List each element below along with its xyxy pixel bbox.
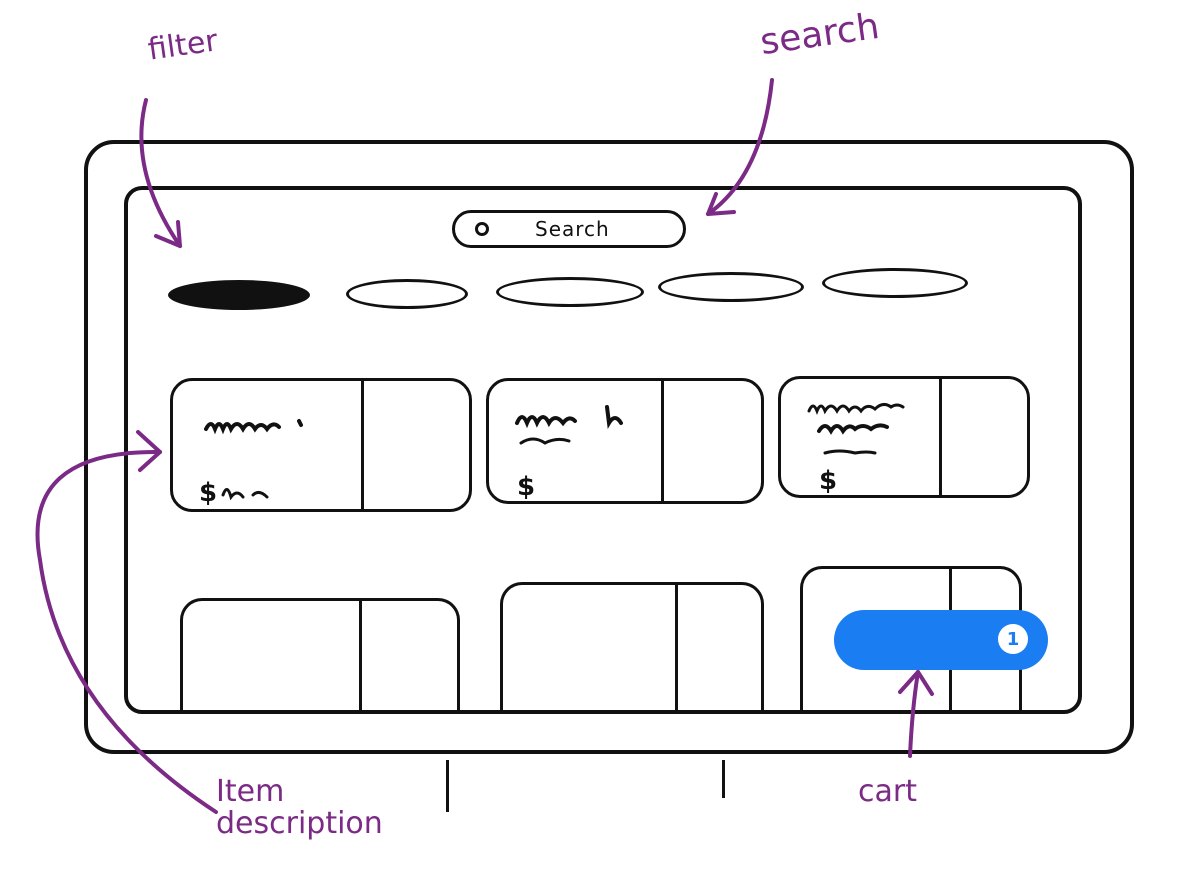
svg-text:$: $ — [517, 472, 535, 502]
filter-chip[interactable] — [496, 277, 644, 307]
svg-text:$: $ — [199, 478, 217, 508]
filter-chip[interactable] — [658, 272, 804, 302]
item-name-placeholder — [807, 402, 905, 455]
item-description-arrow — [35, 449, 218, 814]
search-arrow — [706, 78, 774, 216]
item-card[interactable]: $ — [486, 378, 764, 504]
item-card[interactable]: $ — [170, 378, 472, 512]
search-input[interactable]: Search — [452, 210, 686, 248]
cart-arrow — [908, 670, 920, 758]
item-name-placeholder — [515, 405, 623, 445]
search-icon — [475, 222, 489, 236]
item-image-divider — [675, 585, 678, 710]
app-screen — [124, 186, 1082, 714]
item-price-placeholder: $ — [199, 478, 269, 508]
cart-count-badge: 1 — [998, 624, 1028, 654]
item-price-placeholder: $ — [819, 466, 837, 496]
item-name-placeholder — [204, 419, 303, 435]
filter-chip[interactable] — [346, 279, 468, 309]
item-card[interactable] — [180, 598, 460, 710]
tablet-frame — [84, 140, 1134, 754]
stand-leg — [722, 760, 725, 798]
stand-leg — [446, 760, 449, 812]
item-image-divider — [939, 379, 942, 495]
item-image-divider — [361, 381, 364, 509]
filter-chip[interactable] — [822, 268, 968, 298]
item-card[interactable]: $ — [778, 376, 1030, 498]
item-image-divider — [661, 381, 664, 501]
filter-arrow — [139, 98, 182, 248]
item-card[interactable] — [500, 582, 764, 710]
filter-chip-active[interactable] — [168, 280, 310, 310]
cart-button[interactable]: 1 — [834, 610, 1048, 670]
item-description-annotation: Item description — [216, 774, 383, 841]
svg-text:$: $ — [819, 466, 837, 496]
item-price-placeholder: $ — [517, 472, 535, 502]
cart-annotation: cart — [858, 774, 917, 809]
search-label: Search — [535, 217, 610, 241]
item-image-divider — [359, 601, 362, 710]
